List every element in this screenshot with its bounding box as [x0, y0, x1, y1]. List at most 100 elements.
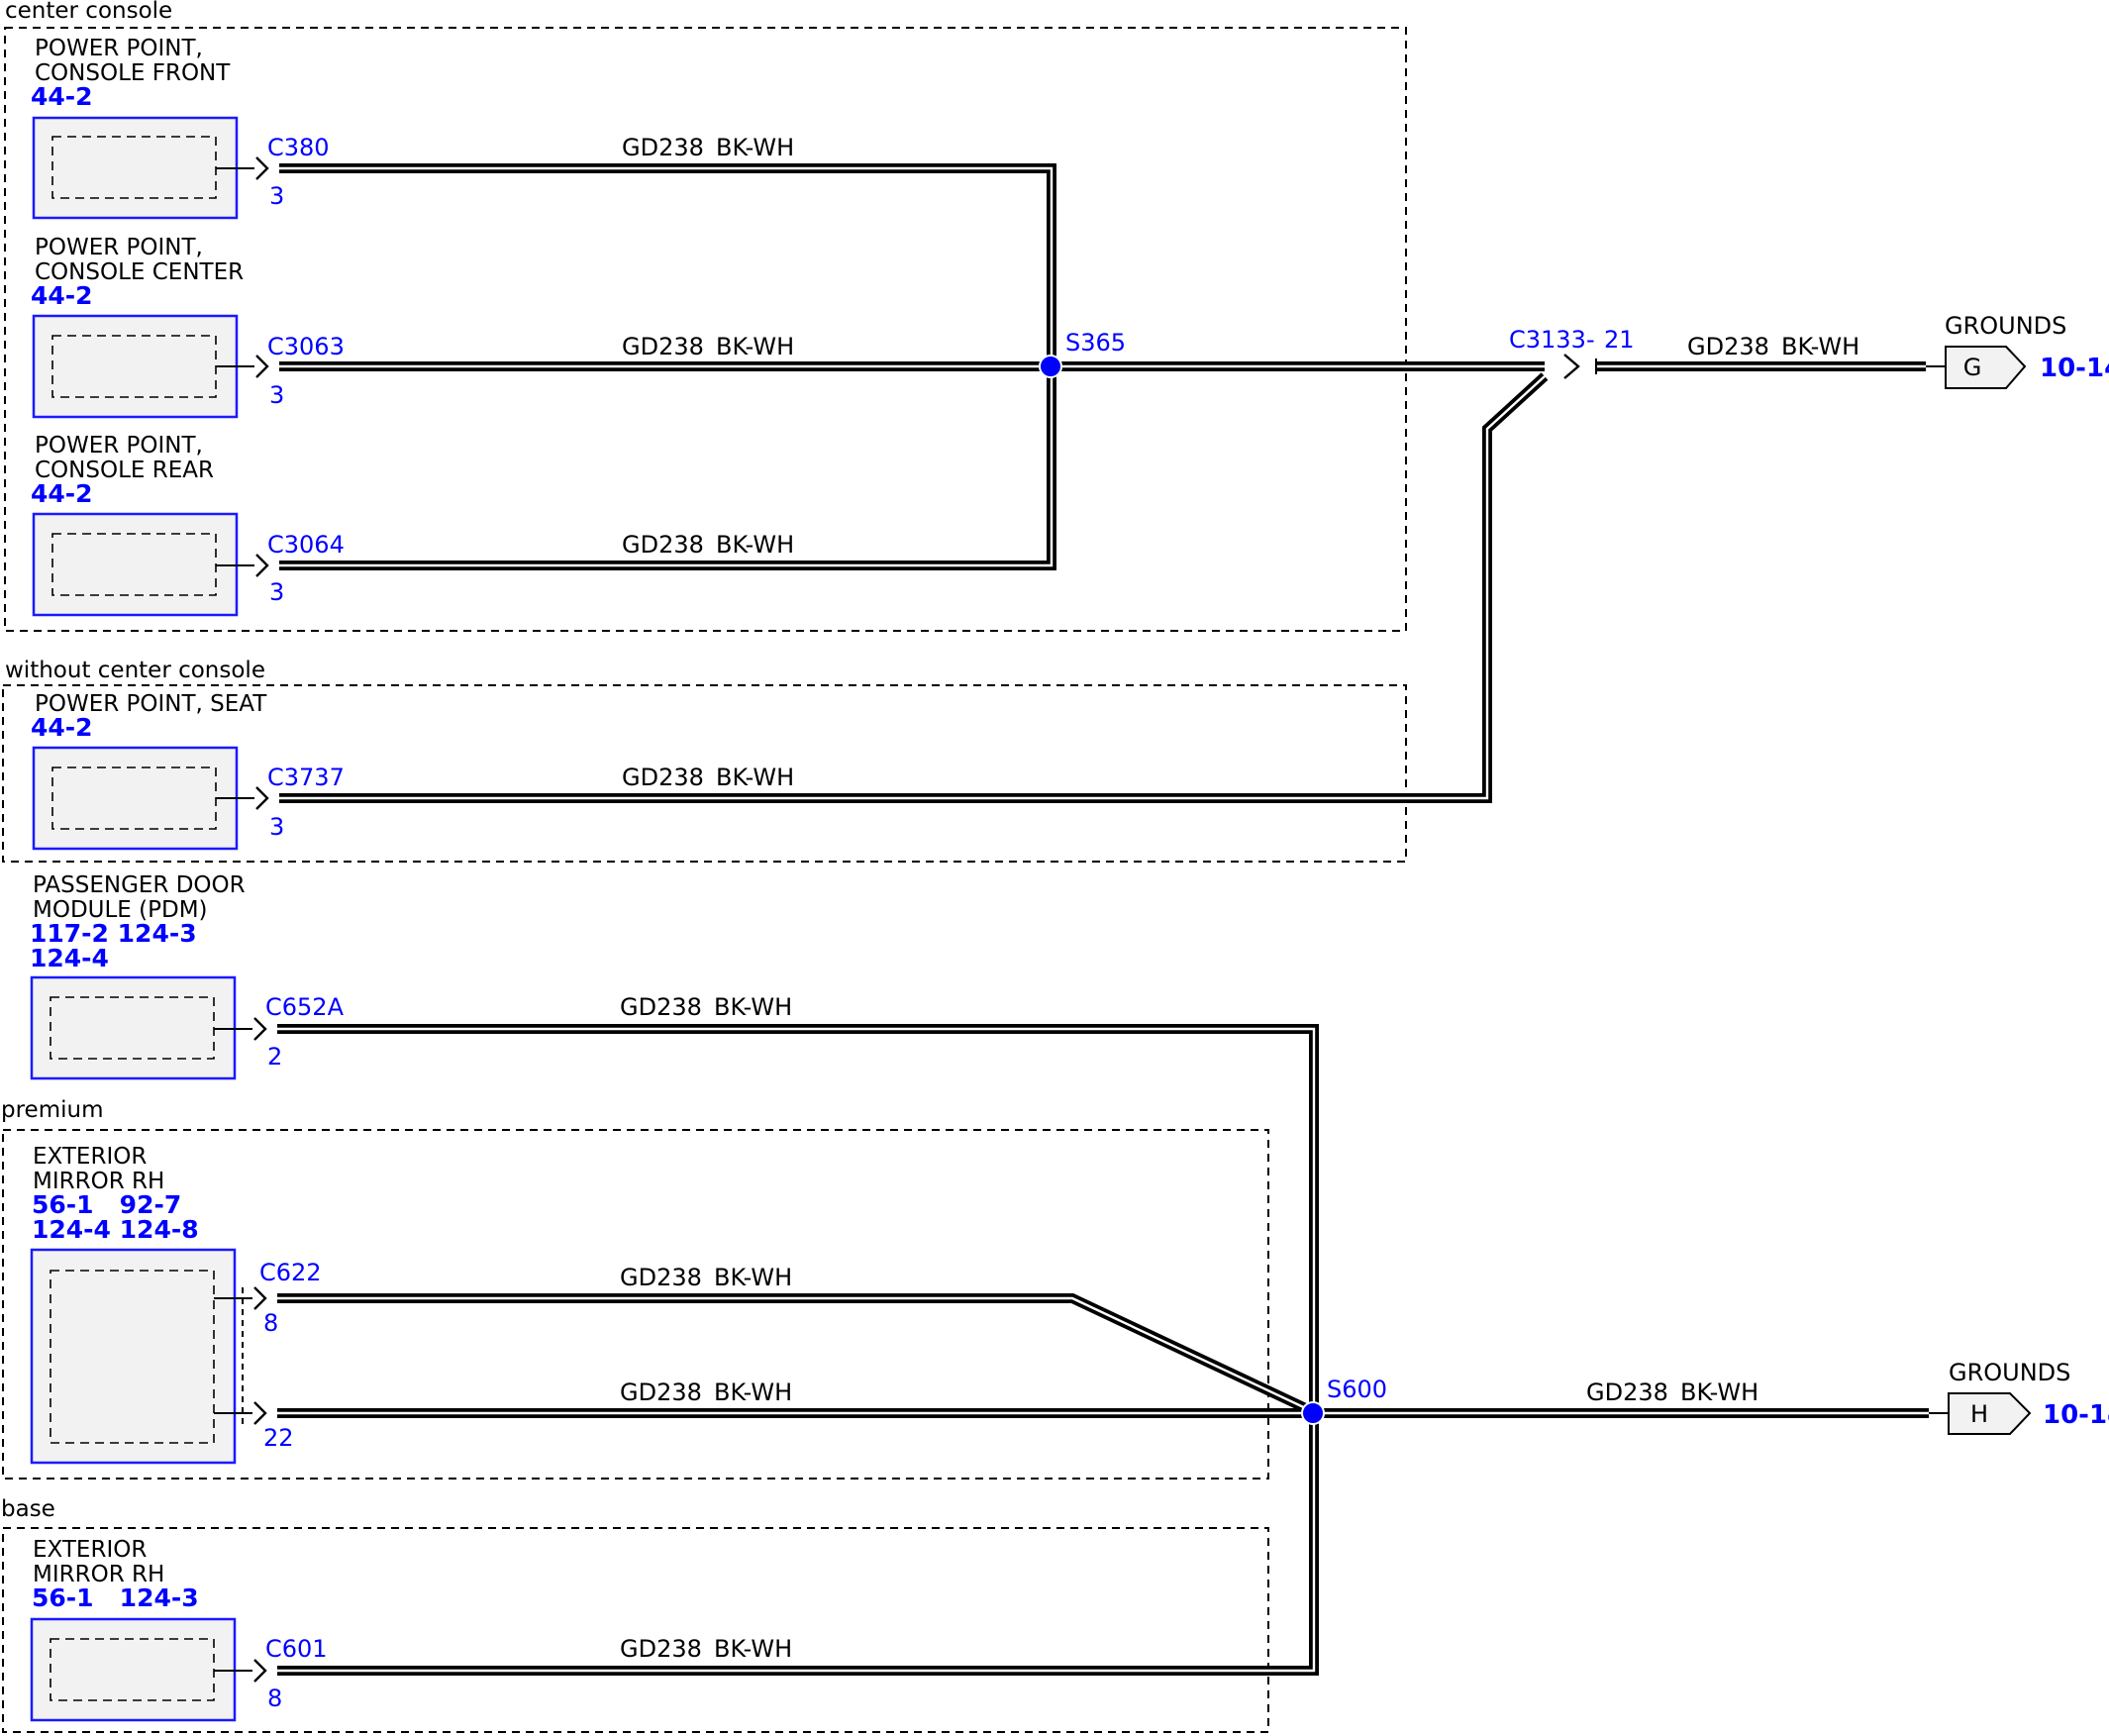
page-reference-link[interactable]: 44-2: [31, 281, 93, 310]
wire-circuit-label: GD238: [1687, 333, 1769, 360]
connector-label[interactable]: C3063: [267, 333, 345, 360]
group-label-base: base: [1, 1496, 55, 1522]
group-label-without-center-console: without center console: [5, 658, 265, 683]
component-name-line: EXTERIOR: [33, 1537, 147, 1563]
connector-arrow-icon: [255, 355, 269, 378]
connector-arrow-icon: [1563, 354, 1580, 379]
connector-label[interactable]: C622: [259, 1259, 322, 1286]
component-name-line: POWER POINT,: [35, 235, 203, 260]
component-name-line: CONSOLE CENTER: [35, 259, 244, 285]
wire-circuit-label: GD238: [622, 531, 704, 559]
connector-label[interactable]: C601: [265, 1635, 328, 1663]
page-reference-link[interactable]: 117-2 124-3: [30, 919, 197, 948]
wire-circuit-label: GD238: [620, 1264, 702, 1291]
wire-color-label: BK-WH: [714, 1635, 792, 1663]
component-box: [32, 746, 239, 851]
component-power-point-console-front: POWER POINT, CONSOLE FRONT 44-2 C380 3: [31, 36, 330, 220]
group-box-premium: [2, 1129, 1269, 1480]
wire-color-label: BK-WH: [714, 993, 792, 1021]
wire-color-label: BK-WH: [714, 1264, 792, 1291]
component-box: [30, 1617, 237, 1722]
ground-title: GROUNDS: [1945, 312, 2066, 340]
page-reference-link[interactable]: 44-2: [31, 82, 93, 111]
wire-circuit-label: GD238: [622, 764, 704, 791]
component-box: [30, 975, 237, 1080]
wire-color-label: BK-WH: [1680, 1379, 1758, 1406]
splice-dot[interactable]: [1039, 355, 1062, 378]
component-power-point-seat: POWER POINT, SEAT 44-2 C3737 3: [31, 691, 345, 851]
connector-label[interactable]: C3737: [267, 764, 345, 791]
connector-arrow-icon: [255, 156, 269, 180]
splice-dot[interactable]: [1301, 1401, 1325, 1425]
ground-letter: G: [1963, 354, 1982, 381]
connector-arrow-icon: [253, 1017, 267, 1041]
pin-number: 3: [269, 182, 284, 210]
group-box-without-center-console: [2, 684, 1407, 863]
page-reference-link[interactable]: 124-4: [30, 944, 109, 972]
splice-label[interactable]: S365: [1065, 329, 1126, 357]
wire-c601-to-s600: [277, 1413, 1319, 1676]
connector-arrow-icon: [253, 1286, 267, 1310]
pin-number: 2: [267, 1043, 282, 1071]
pin-number: 8: [263, 1309, 278, 1337]
component-passenger-door-module: PASSENGER DOOR MODULE (PDM) 117-2 124-3 …: [30, 872, 345, 1080]
page-reference-link[interactable]: 124-4 124-8: [32, 1215, 199, 1244]
ground-page-reference[interactable]: 10-14: [2040, 354, 2109, 383]
wire-color-label: BK-WH: [714, 1379, 792, 1406]
component-box: [32, 116, 239, 220]
wire-color-label: BK-WH: [1781, 333, 1859, 360]
connector-label[interactable]: C3133: [1509, 326, 1586, 354]
wire-c380-to-s365: [279, 163, 1056, 366]
ground-flag-icon: [1948, 1392, 2032, 1435]
wire-circuit-label: GD238: [622, 333, 704, 360]
ground-letter: H: [1970, 1400, 1988, 1428]
pin-number: 3: [269, 381, 284, 409]
wire-c3737-to-c3133: [279, 372, 1549, 803]
component-power-point-console-center: POWER POINT, CONSOLE CENTER 44-2 C3063 3: [31, 235, 345, 419]
component-box: [32, 314, 239, 419]
ground-page-reference[interactable]: 10-14: [2043, 1400, 2109, 1430]
group-box-center-console: [4, 27, 1407, 632]
connector-arrow-icon: [255, 554, 269, 577]
component-name-line: POWER POINT,: [35, 433, 203, 459]
wire-color-label: BK-WH: [716, 134, 794, 161]
connector-arrow-icon: [253, 1401, 267, 1425]
connector-label[interactable]: C380: [267, 134, 330, 161]
component-exterior-mirror-rh-base: EXTERIOR MIRROR RH 56-1 124-3 C601 8: [30, 1537, 328, 1722]
ground-g: GROUNDS G 10-14: [1926, 312, 2109, 389]
pin-number: 8: [267, 1685, 282, 1712]
page-reference-link[interactable]: 56-1 124-3: [32, 1583, 199, 1612]
connector-label[interactable]: C652A: [265, 993, 345, 1021]
ground-title: GROUNDS: [1949, 1359, 2070, 1386]
wire-labels: GD238 BK-WH GD238 BK-WH GD238 BK-WH GD23…: [620, 134, 1859, 1663]
component-box: [30, 1248, 237, 1465]
component-name-line: EXTERIOR: [33, 1144, 147, 1170]
splice-label[interactable]: S600: [1327, 1376, 1387, 1403]
pin-number: 21: [1604, 326, 1635, 354]
connector-label[interactable]: C3064: [267, 531, 345, 559]
wire-circuit-label: GD238: [620, 1379, 702, 1406]
wire-color-label: BK-WH: [716, 764, 794, 791]
component-name-line: CONSOLE REAR: [35, 458, 214, 483]
group-label-center-console: center console: [5, 0, 172, 24]
connector-pin-separator: -: [1586, 326, 1595, 354]
pin-number: 22: [263, 1424, 294, 1452]
pin-number: 3: [269, 578, 284, 606]
page-reference-link[interactable]: 44-2: [31, 479, 93, 508]
component-power-point-console-rear: POWER POINT, CONSOLE REAR 44-2 C3064 3: [31, 433, 345, 617]
component-name-line: POWER POINT,: [35, 36, 203, 61]
component-name-line: MIRROR RH: [33, 1169, 164, 1194]
component-name-line: POWER POINT, SEAT: [35, 691, 267, 717]
component-name-line: CONSOLE FRONT: [35, 60, 231, 86]
page-reference-link[interactable]: 44-2: [31, 713, 93, 742]
page-reference-link[interactable]: 56-1 92-7: [32, 1190, 181, 1219]
component-inner-outline: [50, 1270, 215, 1444]
wire-circuit-label: GD238: [622, 134, 704, 161]
wire-c652a-to-s600: [277, 1024, 1319, 1413]
inline-connector-c3133: C3133 - 21: [1509, 326, 1635, 379]
splice-s365: S365: [1039, 329, 1126, 378]
connector-arrow-icon: [255, 786, 269, 810]
wire-circuit-label: GD238: [620, 993, 702, 1021]
ground-flag-icon: [1945, 346, 2027, 389]
